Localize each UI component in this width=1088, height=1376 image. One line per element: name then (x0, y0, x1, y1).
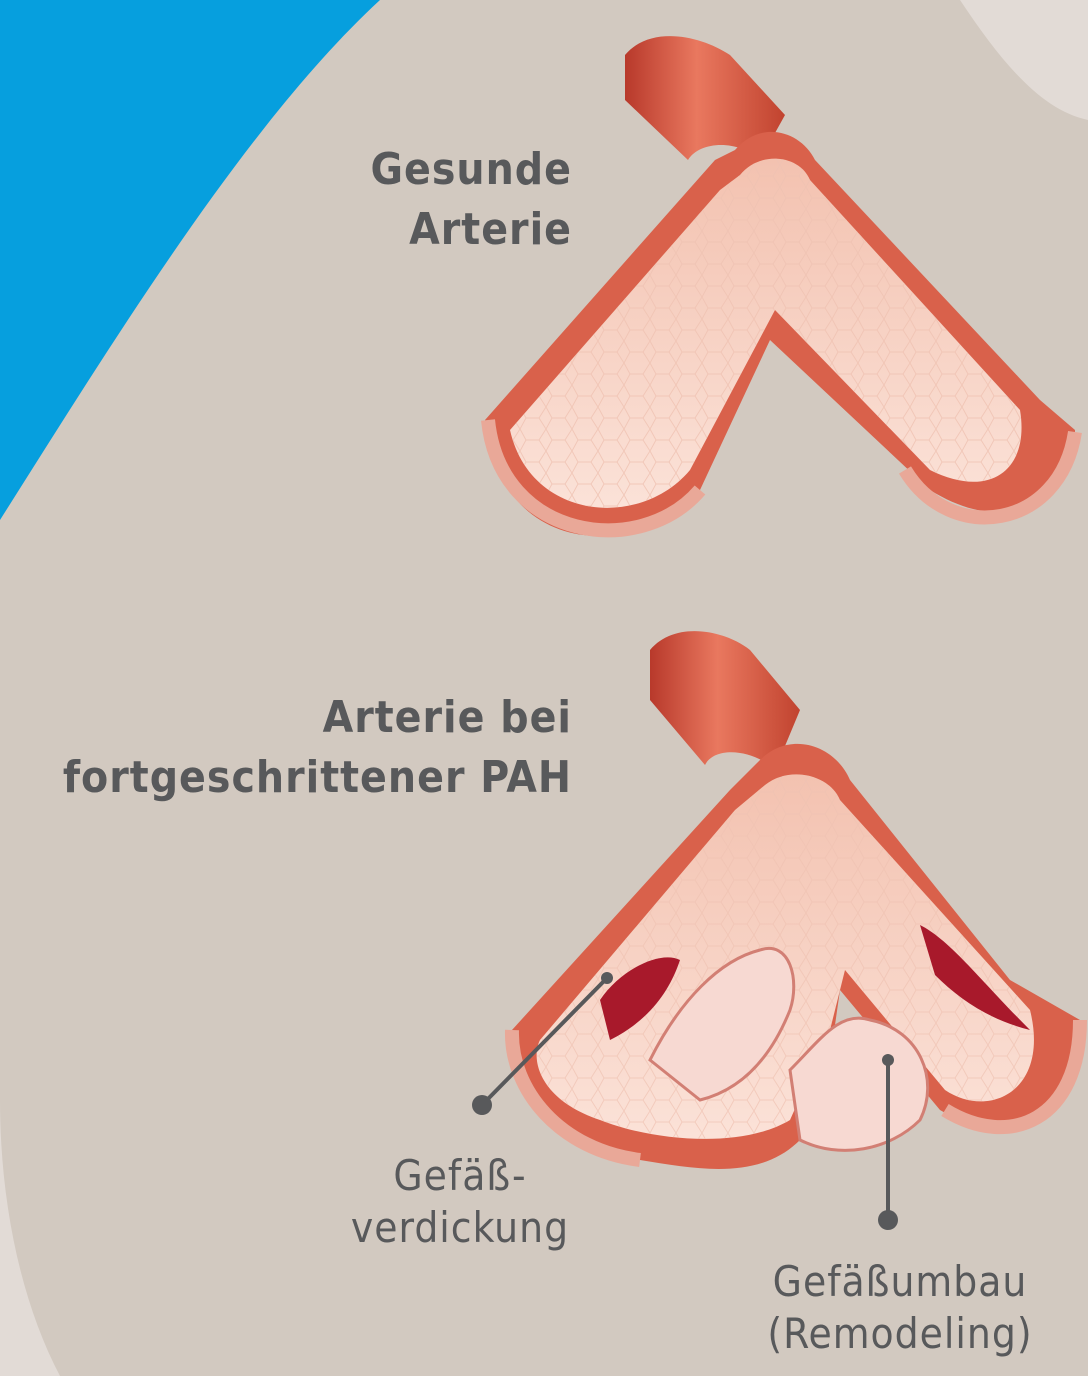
thickening-label-line1: Gefäß- (320, 1150, 600, 1202)
callout-dot (882, 1054, 894, 1066)
healthy-artery-label: Gesunde Arterie (371, 140, 572, 260)
remodeling-label: Gefäßumbau (Remodeling) (720, 1256, 1080, 1360)
pah-artery-label-line1: Arterie bei (63, 688, 572, 748)
remodeling-label-line1: Gefäßumbau (720, 1256, 1080, 1308)
healthy-artery-label-line1: Gesunde (371, 140, 572, 200)
healthy-artery-label-line2: Arterie (371, 200, 572, 260)
thickening-label: Gefäß- verdickung (320, 1150, 600, 1254)
callout-dot (601, 972, 613, 984)
callout-dot (878, 1210, 898, 1230)
thickening-label-line2: verdickung (320, 1202, 600, 1254)
remodeling-label-line2: (Remodeling) (720, 1308, 1080, 1360)
callout-dot (472, 1095, 492, 1115)
pah-artery-label-line2: fortgeschrittener PAH (63, 748, 572, 808)
pah-artery-label: Arterie bei fortgeschrittener PAH (63, 688, 572, 808)
